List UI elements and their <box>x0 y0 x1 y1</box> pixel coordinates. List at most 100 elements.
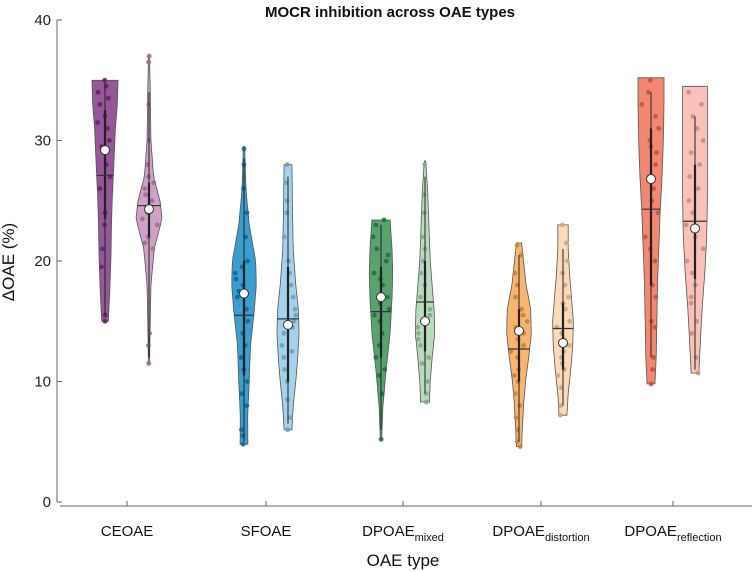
data-point <box>151 180 157 186</box>
data-point <box>514 242 520 248</box>
data-point <box>687 174 693 180</box>
data-point <box>512 373 517 378</box>
data-point <box>146 59 152 65</box>
data-point <box>279 343 285 348</box>
data-point <box>288 282 294 288</box>
data-point <box>142 240 148 246</box>
data-point <box>105 125 110 131</box>
data-point <box>385 294 390 300</box>
data-point <box>99 264 104 270</box>
data-point <box>426 355 432 360</box>
data-point <box>695 186 701 192</box>
data-point <box>690 114 696 119</box>
data-point <box>565 258 570 264</box>
data-point <box>418 270 423 276</box>
data-point <box>371 270 377 276</box>
data-point <box>370 234 376 240</box>
data-point <box>102 318 108 324</box>
data-point <box>245 258 250 264</box>
data-point <box>385 252 391 258</box>
data-point <box>513 294 518 300</box>
data-point <box>427 306 433 312</box>
median-marker <box>514 325 524 336</box>
median-marker <box>558 337 568 348</box>
data-point <box>643 234 648 240</box>
data-point <box>645 89 651 95</box>
y-tick-label: 30 <box>34 133 51 150</box>
data-point <box>517 444 523 449</box>
violin <box>135 53 163 366</box>
data-point <box>293 312 299 318</box>
data-point <box>100 246 105 252</box>
data-point <box>282 367 288 372</box>
data-point <box>97 186 103 192</box>
y-tick-label: 20 <box>34 253 51 270</box>
data-point <box>240 433 246 439</box>
data-point <box>514 427 520 433</box>
y-tick-label: 0 <box>43 494 51 511</box>
violin <box>368 217 394 442</box>
data-point <box>508 349 514 354</box>
data-point <box>653 294 659 300</box>
data-point <box>383 258 389 264</box>
data-point <box>688 150 694 156</box>
x-axis-title: OAE type <box>367 551 440 570</box>
data-point <box>520 312 526 318</box>
data-point <box>239 391 245 396</box>
data-point <box>648 381 654 387</box>
data-point <box>289 349 295 354</box>
data-point <box>373 222 379 228</box>
data-point <box>416 330 421 336</box>
data-point <box>563 306 568 312</box>
median-marker <box>144 204 154 215</box>
data-point <box>245 318 251 324</box>
data-point <box>654 150 659 156</box>
data-point <box>102 77 108 83</box>
data-point <box>566 343 572 348</box>
data-point <box>241 146 247 152</box>
data-point <box>382 367 388 372</box>
data-point <box>558 403 564 408</box>
data-point <box>290 294 296 300</box>
data-point <box>239 427 244 433</box>
x-tick-label: DPOAEmixed <box>362 523 444 544</box>
data-point <box>415 324 421 330</box>
data-point <box>419 361 425 366</box>
violin <box>637 77 665 387</box>
y-tick-label: 10 <box>34 374 51 391</box>
chart-title: MOCR inhibition across OAE types <box>265 4 515 21</box>
data-point <box>283 180 289 186</box>
data-point <box>281 355 287 360</box>
data-point <box>244 379 250 384</box>
data-point <box>513 415 519 420</box>
violin <box>682 85 708 376</box>
data-point <box>291 318 297 324</box>
data-point <box>418 343 423 348</box>
data-point <box>683 222 689 228</box>
data-point <box>415 336 421 342</box>
data-point <box>239 355 244 360</box>
y-tick-label: 40 <box>34 12 51 29</box>
data-point <box>427 312 433 318</box>
data-point <box>650 367 655 372</box>
data-point <box>652 324 658 330</box>
x-tick-label: DPOAEreflection <box>624 523 721 544</box>
data-point <box>281 234 287 240</box>
data-point <box>651 355 656 360</box>
data-point <box>688 294 694 300</box>
data-point <box>652 258 658 264</box>
data-point <box>566 294 571 300</box>
data-point <box>562 282 568 288</box>
data-point <box>146 53 152 59</box>
data-point <box>374 246 380 252</box>
data-point <box>244 403 250 408</box>
data-point <box>647 77 653 83</box>
data-point <box>107 138 112 143</box>
data-point <box>699 102 704 107</box>
data-point <box>95 89 101 95</box>
data-point <box>557 412 563 418</box>
data-point <box>653 162 658 168</box>
data-point <box>512 391 518 396</box>
